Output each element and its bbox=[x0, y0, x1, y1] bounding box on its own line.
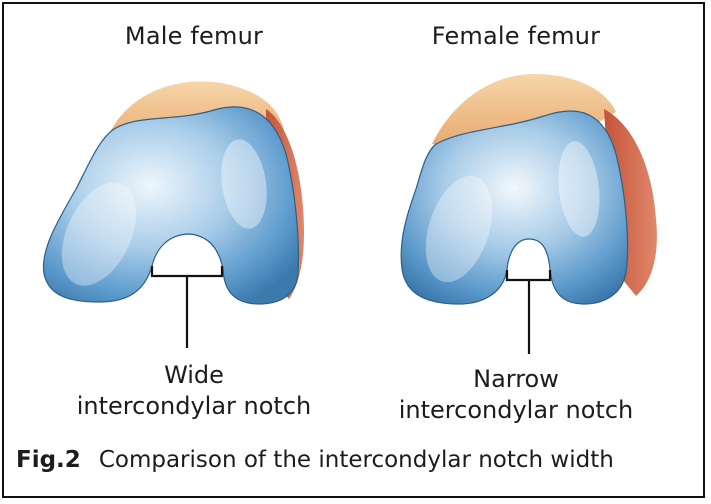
figure-frame: Male femur Female femur Wide intercondyl… bbox=[2, 2, 705, 498]
male-notch-bracket bbox=[152, 266, 222, 276]
female-notch-label: Narrow intercondylar notch bbox=[366, 364, 666, 426]
figure-caption-text: Comparison of the intercondylar notch wi… bbox=[99, 447, 614, 473]
male-notch-width-text: Wide bbox=[44, 360, 344, 391]
figure-number: Fig.2 bbox=[16, 447, 81, 473]
female-notch-width-text: Narrow bbox=[366, 364, 666, 395]
female-notch-name-text: intercondylar notch bbox=[366, 395, 666, 426]
male-notch-label: Wide intercondylar notch bbox=[44, 360, 344, 422]
female-notch-bracket bbox=[507, 270, 550, 280]
figure-caption: Fig.2 Comparison of the intercondylar not… bbox=[16, 447, 614, 473]
male-femur-title: Male femur bbox=[64, 22, 324, 50]
male-notch-name-text: intercondylar notch bbox=[44, 391, 344, 422]
female-femur-drawing bbox=[401, 74, 657, 354]
female-femur-title: Female femur bbox=[386, 22, 646, 50]
male-femur-drawing bbox=[43, 81, 304, 348]
